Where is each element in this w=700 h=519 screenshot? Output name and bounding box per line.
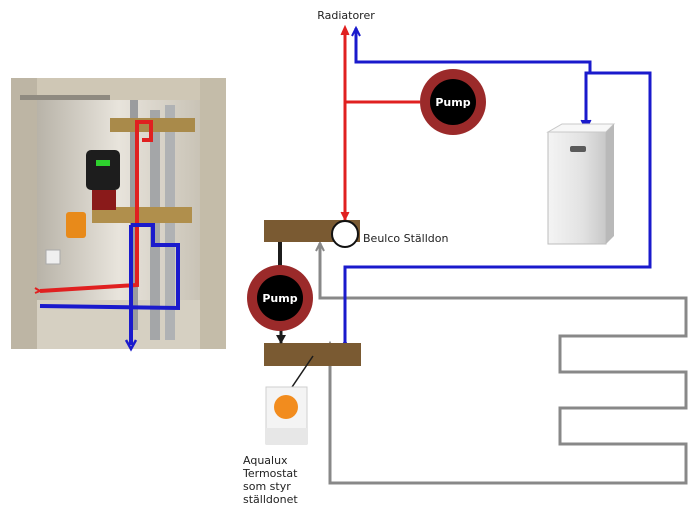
thermostat-link xyxy=(289,355,314,391)
lower-pump-label: Pump xyxy=(262,292,297,305)
upper-pump: Pump xyxy=(420,69,486,135)
supply-arrow-valve xyxy=(340,211,350,222)
lower-pump: Pump xyxy=(247,265,313,331)
return-pipe-boiler xyxy=(584,71,590,128)
upper-pump-label: Pump xyxy=(435,96,470,109)
lower-manifold xyxy=(264,343,361,366)
manifold-connector xyxy=(278,242,282,268)
boiler xyxy=(546,123,616,245)
thermostat-label-line-1: Aqualux xyxy=(243,454,288,467)
return-pipe-radiators xyxy=(343,28,652,343)
supply-arrow-top xyxy=(340,24,350,36)
floor-loop-arrow-upper xyxy=(315,240,325,252)
valve-actuator xyxy=(331,220,359,248)
floor-loop-pipe xyxy=(318,243,688,485)
installation-photo xyxy=(11,78,226,352)
thermostat-label-line-4: ställdonet xyxy=(243,493,298,506)
thermostat xyxy=(265,386,308,445)
lower-pump-arrow xyxy=(276,335,286,344)
valve-label: Beulco Ställdon xyxy=(363,232,448,245)
thermostat-label-line-2: Termostat xyxy=(242,467,298,480)
radiators-label: Radiatorer xyxy=(317,9,375,22)
return-arrow-top xyxy=(351,25,361,37)
thermostat-label-line-3: som styr xyxy=(243,480,291,493)
